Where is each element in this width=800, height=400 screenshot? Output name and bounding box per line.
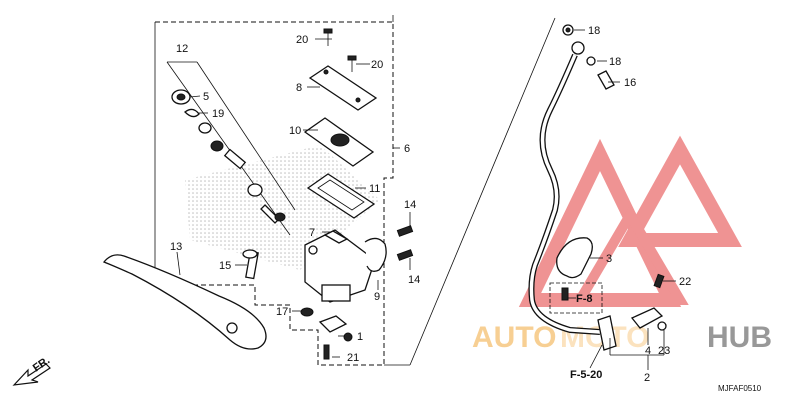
part-7-screw	[323, 230, 349, 244]
part-hose-fitting-top	[571, 41, 585, 55]
callout-22: 22	[679, 276, 691, 288]
callout-10: 10	[289, 125, 301, 137]
ref-f8-label: F-8	[576, 293, 593, 305]
part-18-washer-a	[562, 24, 574, 36]
part-piston-seals	[198, 122, 286, 224]
part-18-washer-b	[586, 56, 596, 66]
part-11-diaphragm	[306, 173, 376, 219]
callout-16: 16	[624, 77, 636, 89]
callout-3: 3	[606, 253, 612, 265]
callout-19: 19	[212, 108, 224, 120]
callout-11: 11	[369, 183, 380, 195]
part-21-bolt	[323, 344, 330, 360]
callout-20a: 20	[296, 34, 308, 46]
part-20-screw-b	[347, 55, 357, 72]
assembly-frame	[155, 21, 394, 366]
callout-2: 2	[644, 372, 650, 384]
callout-1: 1	[357, 331, 363, 343]
callout-21: 21	[347, 352, 359, 364]
watermark: AUTO MOTO HUB	[472, 135, 772, 354]
callout-20b: 20	[371, 59, 383, 71]
part-16-banjo-bolt	[597, 70, 615, 90]
part-23-bracket	[630, 307, 667, 331]
callout-6: 6	[404, 143, 410, 155]
part-14-bolts	[396, 225, 414, 261]
connector-line	[409, 17, 556, 366]
callout-14a: 14	[404, 199, 416, 211]
part-5-boot	[171, 89, 191, 105]
callout-18b: 18	[609, 56, 621, 68]
part-15-pivot-bolt	[242, 249, 259, 280]
callout-12-group	[166, 61, 296, 236]
callout-12: 12	[176, 43, 188, 55]
watermark-text-right: HUB	[707, 321, 772, 354]
ref-box	[549, 282, 603, 314]
ref-f8-bolt	[561, 287, 569, 301]
part-19-clip	[184, 108, 200, 118]
callout-7: 7	[309, 227, 315, 239]
watermark-logo	[518, 135, 742, 307]
callout-14b: 14	[408, 274, 420, 286]
part-3-clamp	[556, 237, 593, 279]
part-10-plate	[303, 117, 375, 167]
callout-5: 5	[203, 91, 209, 103]
callout-23: 23	[658, 345, 670, 357]
diagram-code: MJFAF0510	[718, 384, 762, 393]
part-hose	[528, 53, 601, 335]
callout-17: 17	[276, 306, 288, 318]
part-8-cap	[308, 65, 378, 111]
callout-8: 8	[296, 82, 302, 94]
callout-4: 4	[645, 345, 651, 357]
watermark-text-left: AUTO	[472, 321, 556, 354]
callout-15: 15	[219, 260, 231, 272]
callout-labels: 12 5 19 13 15 20 20 8 10 6 11 14 14 7 9 …	[170, 25, 691, 384]
master-cylinder-body	[304, 229, 387, 303]
ref-f520-label: F-5-20	[570, 369, 602, 381]
leader-lines	[176, 29, 676, 370]
callout-13: 13	[170, 241, 182, 253]
part-4-bracket	[597, 315, 617, 351]
part-22-bolt	[653, 273, 665, 289]
part-13-lever	[102, 254, 267, 350]
part-17-washer	[300, 307, 314, 317]
part-1-holder	[318, 315, 353, 342]
callout-18a: 18	[588, 25, 600, 37]
part-20-screw-a	[323, 28, 333, 46]
direction-arrow: FR.	[12, 354, 52, 386]
callout-9: 9	[374, 291, 380, 303]
